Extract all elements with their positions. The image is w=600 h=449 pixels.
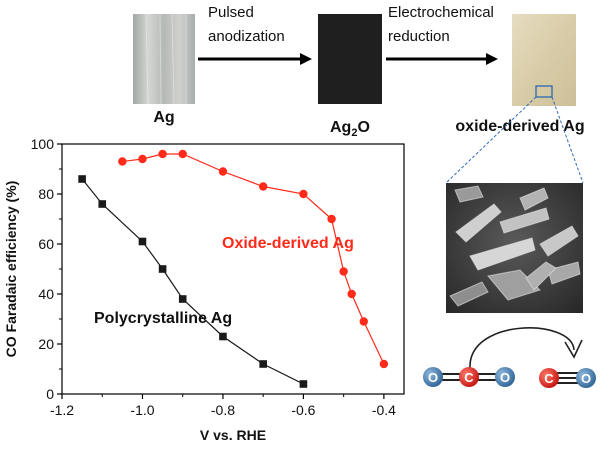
- ag2o-sample-photo: [318, 14, 382, 104]
- zoom-region-box: [535, 85, 553, 98]
- ag-sample-photo: [133, 14, 195, 104]
- x-tick-label: -1.0: [130, 402, 154, 418]
- data-point-polycrystalline: [138, 237, 147, 246]
- zoom-line-left: [445, 96, 537, 184]
- x-tick-label: -1.2: [50, 402, 74, 418]
- y-tick-label: 40: [38, 286, 54, 302]
- data-point-polycrystalline: [158, 265, 167, 273]
- data-point-oxide-derived: [327, 214, 336, 224]
- data-point-oxide-derived: [347, 289, 356, 299]
- data-point-polycrystalline: [299, 380, 308, 388]
- data-point-oxide-derived: [158, 149, 167, 159]
- co-carbon-label: C: [544, 371, 554, 386]
- data-point-oxide-derived: [218, 167, 228, 176]
- sem-nanostructures: [449, 185, 581, 307]
- data-point-oxide-derived: [339, 267, 348, 276]
- data-point-oxide-derived: [379, 359, 389, 369]
- series-label-polycrystalline: Polycrystalline Ag: [94, 310, 232, 327]
- co-molecule: C O: [539, 368, 596, 388]
- y-tick-label: 80: [38, 186, 54, 202]
- ag-label: Ag: [153, 109, 174, 126]
- co2-to-co-scheme: O C O C O: [423, 327, 596, 388]
- step1-label-line2: anodization: [208, 28, 285, 45]
- zoom-line-right: [551, 96, 584, 184]
- oxide-derived-ag-photo: [512, 14, 576, 106]
- data-point-polycrystalline: [98, 200, 107, 208]
- step2-label-line2: reduction: [388, 28, 450, 45]
- co2-oxygen-right: [495, 367, 515, 387]
- ag2o-label-base: Ag: [330, 119, 351, 136]
- arrow-anodization-head: [300, 53, 312, 65]
- x-axis-ticks: -1.2 -1.0 -0.8 -0.6 -0.4: [50, 394, 396, 418]
- oxide-derived-ag-label: oxide-derived Ag: [455, 118, 584, 135]
- curved-reaction-arrow: [469, 327, 575, 369]
- co2-carbon: [459, 367, 479, 387]
- co2-carbon-label: C: [464, 370, 474, 385]
- data-point-oxide-derived: [178, 149, 187, 159]
- data-point-polycrystalline: [78, 175, 86, 183]
- co-carbon: [539, 368, 559, 388]
- plot-frame: [61, 143, 405, 395]
- faradaic-efficiency-chart: -1.2 -1.0 -0.8 -0.6 -0.4 0 20 40 60 80 100 V vs. …: [3, 136, 405, 443]
- data-point-polycrystalline: [219, 332, 227, 341]
- sem-inset: [445, 96, 584, 313]
- x-axis-title: V vs. RHE: [200, 427, 266, 443]
- y-tick-label: 60: [38, 236, 54, 252]
- co2-oxygen-left-label: O: [428, 370, 438, 385]
- data-point-oxide-derived: [359, 317, 368, 326]
- co2-oxygen-left: [423, 367, 443, 387]
- data-point-oxide-derived: [258, 182, 268, 191]
- data-point-polycrystalline: [259, 360, 267, 368]
- step2-label-line1: Electrochemical: [388, 4, 494, 21]
- ag-photo-streaks: [145, 13, 187, 105]
- series-line-oxide-derived: [122, 153, 385, 365]
- y-tick-label: 20: [38, 336, 54, 352]
- ag2o-label-tail: O: [357, 119, 369, 136]
- x-tick-label: -0.8: [211, 402, 235, 418]
- co2-molecule: O C O: [423, 367, 515, 387]
- arrow-reduction-head: [486, 53, 498, 65]
- ag2o-label-sub: 2: [351, 127, 357, 139]
- co2-oxygen-right-label: O: [500, 370, 510, 385]
- x-tick-label: -0.4: [372, 402, 396, 418]
- y-tick-label: 0: [46, 386, 54, 402]
- co-oxygen: [576, 368, 596, 388]
- data-point-oxide-derived: [299, 189, 308, 199]
- data-point-oxide-derived: [138, 154, 147, 164]
- co-oxygen-label: O: [581, 371, 591, 386]
- series-label-oxide-derived: Oxide-derived Ag: [222, 235, 354, 252]
- series-line-polycrystalline: [81, 178, 304, 385]
- step1-label-line1: Pulsed: [208, 4, 254, 21]
- x-tick-label: -0.6: [291, 402, 315, 418]
- series-layer: [78, 149, 389, 388]
- curved-arrow-head: [564, 339, 583, 359]
- y-axis-title: CO Faradaic efficiency (%): [3, 181, 19, 358]
- ag2o-label: Ag2O: [330, 119, 370, 139]
- y-tick-label: 100: [31, 136, 55, 152]
- data-point-polycrystalline: [178, 295, 187, 303]
- y-axis-ticks: 0 20 40 60 80 100: [31, 136, 62, 402]
- process-strip: Ag Pulsed anodization Ag2O Electrochemic…: [133, 4, 585, 139]
- data-point-oxide-derived: [118, 157, 127, 166]
